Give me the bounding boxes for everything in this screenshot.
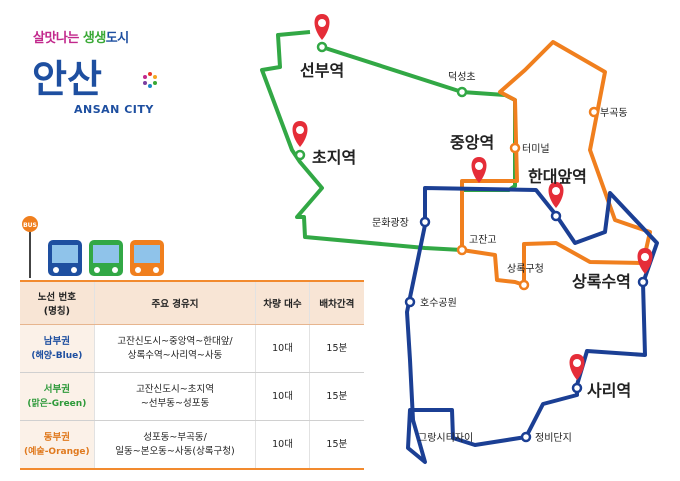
sangnoksu-station-dot	[637, 276, 649, 288]
route-name: 동부권	[43, 431, 70, 443]
hanyang-label: 한대앞역	[528, 167, 587, 186]
orange-bus-icon	[130, 240, 164, 276]
table-header-row: 노선 번호 (명칭) 주요 경유지 차량 대수 배차간격	[20, 280, 364, 325]
jungang-marker-icon	[471, 157, 487, 183]
city-name-en: ANSAN CITY	[74, 103, 154, 116]
route-name: 남부권	[43, 335, 70, 347]
jeongbi-label: 정비단지	[535, 432, 572, 444]
green-bus-icon	[89, 240, 123, 276]
route-color-name: (해양-Blue)	[31, 350, 83, 361]
route-color-name: (맑은-Green)	[27, 398, 87, 409]
route-buses: 10대	[255, 324, 310, 373]
choji-label: 초지역	[312, 148, 356, 167]
table-row: 남부권(해양-Blue) 고잔신도시~중앙역~한대앞/ 상록수역~사리역~사동 …	[20, 324, 364, 373]
sangnokgu-label: 상록구청	[507, 263, 544, 275]
blue-bus-icon	[48, 240, 82, 276]
route-color-name: (예술-Orange)	[24, 446, 90, 457]
route-buses: 10대	[255, 420, 310, 470]
sari-marker-icon	[569, 354, 585, 380]
route-schedule-table: 노선 번호 (명칭) 주요 경유지 차량 대수 배차간격 남부권 (해양-Blue…	[20, 280, 364, 470]
route-interval: 15분	[308, 372, 364, 421]
terminal-stop-dot	[509, 142, 521, 154]
route-interval: 15분	[308, 324, 364, 373]
jungang-label: 중앙역	[450, 133, 494, 152]
route-via: 고잔신도시~초지역 ~선부동~성포동	[93, 372, 256, 421]
sangnokgu-stop-dot	[518, 279, 530, 291]
gojan-label: 고잔고	[469, 234, 497, 246]
bugokdong-stop-dot	[588, 106, 600, 118]
deokseongcho-label: 덕성초	[448, 71, 476, 83]
route-via: 고잔신도시~중앙역~한대앞/ 상록수역~사리역~사동	[93, 324, 256, 373]
seonbu-label: 선부역	[300, 61, 344, 80]
choji-marker-icon	[292, 121, 308, 147]
hosu-stop-dot	[404, 296, 416, 308]
route-via: 성포동~부곡동/ 일동~본오동~사동(상록구청)	[93, 420, 256, 470]
jeongbi-stop-dot	[520, 431, 532, 443]
munhwa-stop-dot	[419, 216, 431, 228]
bus-stop-sign-icon: BUS	[22, 216, 38, 278]
col-interval: 배차간격	[308, 280, 364, 325]
bugokdong-label: 부곡동	[600, 107, 628, 119]
table-row: 동부권(예술-Orange) 성포동~부곡동/ 일동~본오동~사동(상록구청) …	[20, 420, 364, 470]
sangnoksu-label: 상록수역	[572, 272, 631, 291]
terminal-label: 터미널	[522, 143, 550, 155]
munhwa-label: 문화광장	[372, 217, 409, 229]
sari-label: 사리역	[587, 381, 631, 400]
sangnoksu-marker-icon	[637, 248, 653, 274]
seonbu-station-dot	[316, 41, 328, 53]
col-via: 주요 경유지	[93, 280, 256, 325]
orange-route-line	[460, 40, 652, 287]
seonbu-marker-icon	[314, 14, 330, 40]
choji-station-dot	[294, 149, 306, 161]
hanyang-marker-icon	[548, 182, 564, 208]
city-slogan: 살맛나는 생생도시	[33, 31, 129, 46]
table-row: 서부권 (맑은-Green) 고잔신도시~초지역 ~선부동~성포동 10대 15분	[20, 372, 364, 421]
hanyang-station-dot	[550, 210, 562, 222]
gojan-stop-dot	[456, 244, 468, 256]
svg-text:BUS: BUS	[23, 222, 37, 229]
deokseongcho-stop-dot	[456, 86, 468, 98]
route-name: 서부권	[43, 383, 70, 395]
route-buses: 10대	[255, 372, 310, 421]
col-route-name: 노선 번호 (명칭)	[20, 280, 95, 325]
sari-station-dot	[571, 382, 583, 394]
col-buses: 차량 대수	[255, 280, 310, 325]
blue-route-line	[405, 186, 659, 464]
svg-text:안산: 안산	[32, 57, 102, 101]
route-interval: 15분	[308, 420, 364, 470]
city-logo: 안산	[30, 52, 160, 102]
hosu-label: 호수공원	[420, 297, 457, 309]
granciel-label: 그랑시티자이	[418, 432, 473, 444]
